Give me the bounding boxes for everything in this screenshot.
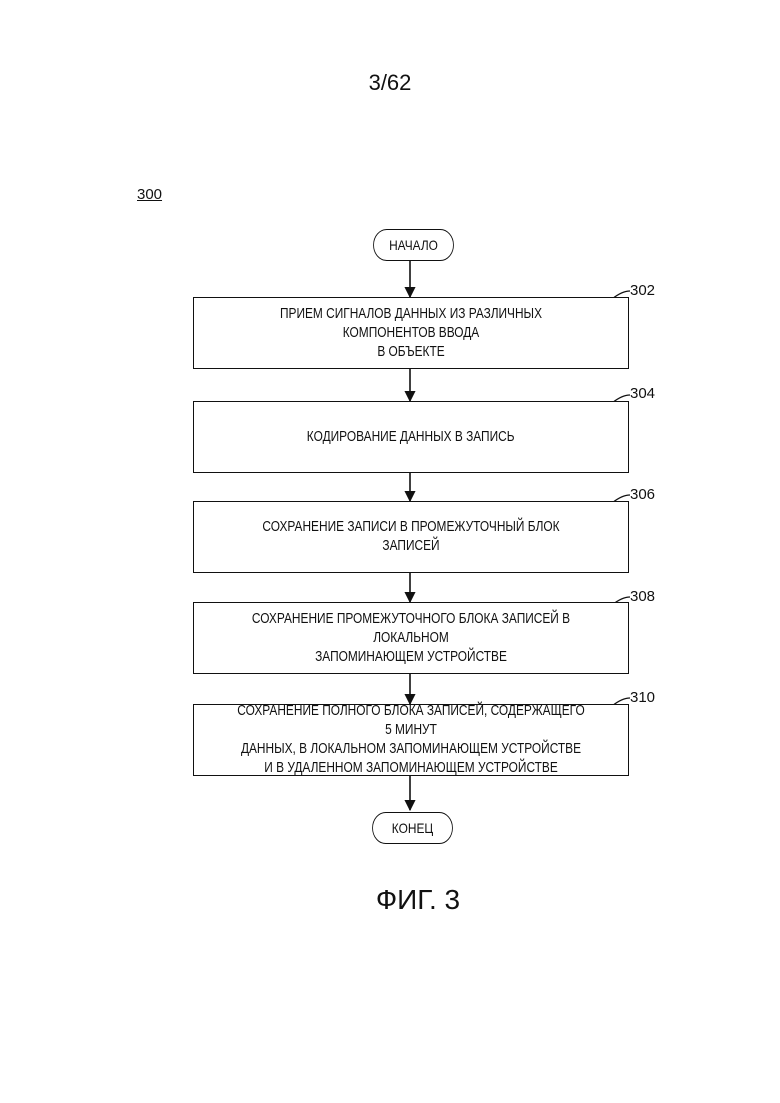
step-306-text: СОХРАНЕНИЕ ЗАПИСИ В ПРОМЕЖУТОЧНЫЙ БЛОК З… bbox=[233, 518, 589, 556]
step-308-text: СОХРАНЕНИЕ ПРОМЕЖУТОЧНОГО БЛОКА ЗАПИСЕЙ … bbox=[233, 610, 589, 667]
step-304-box: КОДИРОВАНИЕ ДАННЫХ В ЗАПИСЬ bbox=[193, 401, 629, 473]
step-306-label: 306 bbox=[630, 486, 655, 503]
step-310-box: СОХРАНЕНИЕ ПОЛНОГО БЛОКА ЗАПИСЕЙ, СОДЕРЖ… bbox=[193, 704, 629, 776]
step-302-text: ПРИЕМ СИГНАЛОВ ДАННЫХ ИЗ РАЗЛИЧНЫХ КОМПО… bbox=[233, 305, 589, 362]
step-304-text: КОДИРОВАНИЕ ДАННЫХ В ЗАПИСЬ bbox=[307, 428, 515, 447]
end-label: КОНЕЦ bbox=[392, 820, 433, 836]
step-302-label: 302 bbox=[630, 282, 655, 299]
step-306-box: СОХРАНЕНИЕ ЗАПИСИ В ПРОМЕЖУТОЧНЫЙ БЛОК З… bbox=[193, 501, 629, 573]
start-label: НАЧАЛО bbox=[389, 237, 438, 253]
end-terminal: КОНЕЦ bbox=[372, 812, 453, 844]
step-308-label: 308 bbox=[630, 588, 655, 605]
step-308-box: СОХРАНЕНИЕ ПРОМЕЖУТОЧНОГО БЛОКА ЗАПИСЕЙ … bbox=[193, 602, 629, 674]
start-terminal: НАЧАЛО bbox=[373, 229, 454, 261]
step-302-box: ПРИЕМ СИГНАЛОВ ДАННЫХ ИЗ РАЗЛИЧНЫХ КОМПО… bbox=[193, 297, 629, 369]
step-304-label: 304 bbox=[630, 385, 655, 402]
figure-caption: ФИГ. 3 bbox=[0, 884, 780, 916]
step-310-label: 310 bbox=[630, 689, 655, 706]
step-310-text: СОХРАНЕНИЕ ПОЛНОГО БЛОКА ЗАПИСЕЙ, СОДЕРЖ… bbox=[233, 702, 589, 778]
